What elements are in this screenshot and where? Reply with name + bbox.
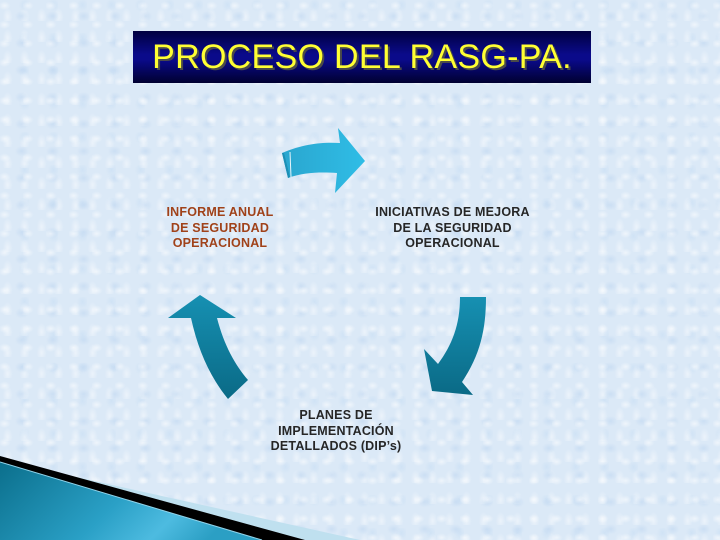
node-iniciativas-mejora: INICIATIVAS DE MEJORA DE LA SEGURIDAD OP… [355, 205, 550, 252]
node-planes-implementacion: PLANES DE IMPLEMENTACIÓN DETALLADOS (DIP… [250, 408, 422, 455]
curved-arrow-down-icon [424, 297, 486, 395]
curved-arrow-right-icon [282, 128, 365, 193]
node-informe-line-1: INFORME ANUAL [166, 205, 274, 219]
node-iniciativas-line-2: DE LA SEGURIDAD [393, 220, 512, 235]
node-informe-line-3: OPERACIONAL [172, 236, 268, 250]
node-informe-anual: INFORME ANUAL DE SEGURIDAD OPERACIONAL [150, 205, 290, 252]
curved-arrow-up-icon [168, 295, 248, 399]
node-iniciativas-line-1: INICIATIVAS DE MEJORA [375, 205, 530, 219]
node-planes-line-2: IMPLEMENTACIÓN [278, 423, 394, 438]
node-informe-line-2: DE SEGURIDAD [170, 220, 270, 235]
node-planes-line-1: PLANES DE [299, 408, 373, 422]
node-iniciativas-line-3: OPERACIONAL [405, 236, 500, 250]
node-planes-line-3: DETALLADOS (DIP’s) [270, 439, 402, 453]
slide-title: PROCESO DEL RASG-PA. [152, 37, 572, 76]
slide-title-box: PROCESO DEL RASG-PA. [133, 31, 591, 83]
